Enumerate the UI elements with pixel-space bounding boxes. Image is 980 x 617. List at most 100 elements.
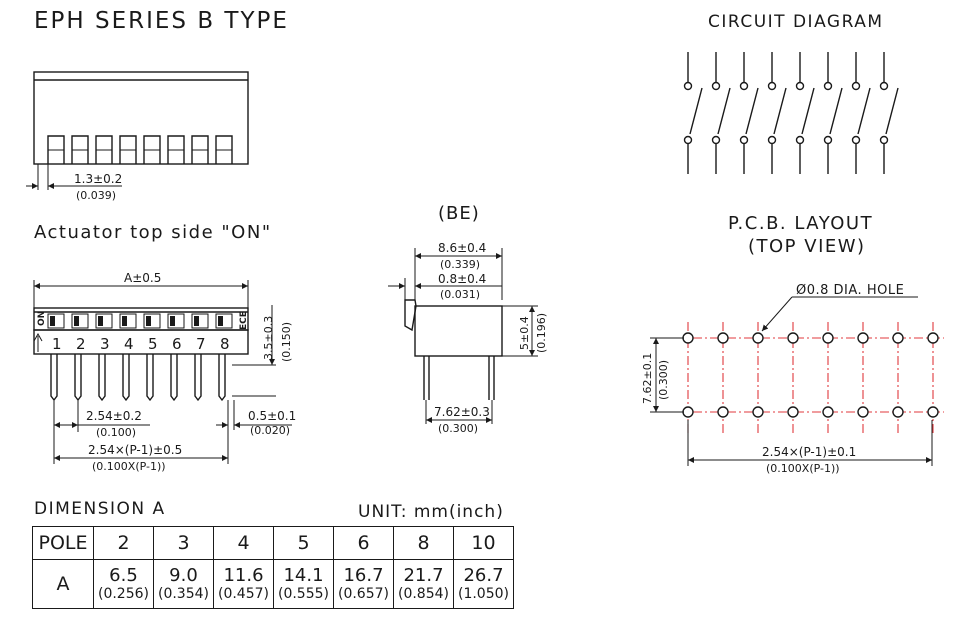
actuator-slots: [47, 313, 233, 329]
be-row-label: 7.62±0.3: [434, 405, 490, 419]
switch-terminal-top: [683, 81, 693, 91]
switch-blade: [689, 87, 703, 135]
pcb-hole: [892, 406, 904, 418]
actuator-knob: [170, 316, 175, 326]
actuator-slot: [95, 313, 113, 329]
switch-terminal-bottom: [823, 135, 833, 145]
switch-terminal-top: [739, 81, 749, 91]
pcb-hole: [752, 406, 764, 418]
dimension-mm: 11.6: [223, 565, 264, 586]
pin-number: 5: [148, 335, 158, 353]
actuator-knob: [146, 316, 151, 326]
dimension-cell: 16.7(0.657): [333, 559, 394, 609]
pole-value: 2: [93, 526, 154, 560]
actuator-knob: [218, 316, 223, 326]
dimension-cell: 6.5(0.256): [93, 559, 154, 609]
pcb-hole: [787, 406, 799, 418]
dimension-title: DIMENSION A: [34, 499, 166, 519]
actuator-slot: [191, 313, 209, 329]
switch-terminal-bottom: [767, 135, 777, 145]
pin: [122, 354, 130, 402]
actuator-slot: [119, 313, 137, 329]
switch-terminal-bottom: [739, 135, 749, 145]
side-dim-inch: (0.039): [76, 189, 116, 202]
pin: [98, 354, 106, 402]
dimension-mm: 16.7: [343, 565, 384, 586]
pole-value: 4: [213, 526, 274, 560]
pole-value: 3: [153, 526, 214, 560]
switch-terminal-top: [767, 81, 777, 91]
pcb-hole: [822, 332, 834, 344]
hole-label: Ø0.8 DIA. HOLE: [796, 283, 904, 298]
pin-width-inch: (0.020): [250, 424, 290, 437]
pin-number: 2: [76, 335, 86, 353]
be-width-inch: (0.339): [440, 258, 480, 271]
be-height-label: 5±0.4: [518, 316, 531, 350]
dimension-mm: 21.7: [403, 565, 444, 586]
switch-terminal-bottom: [683, 135, 693, 145]
switch-terminal-top: [823, 81, 833, 91]
pole-value: 5: [273, 526, 334, 560]
switch-terminal-bottom: [879, 135, 889, 145]
pcb-hole: [787, 332, 799, 344]
actuator-knob: [98, 316, 103, 326]
pcb-span-label: 2.54×(P-1)±0.1: [762, 445, 856, 459]
pin: [146, 354, 154, 402]
switch-terminal-bottom: [711, 135, 721, 145]
switch-blade: [717, 87, 731, 135]
be-caption: (BE): [438, 203, 480, 224]
switch-blade: [885, 87, 899, 135]
actuator-knob: [50, 316, 55, 326]
value-row: A 6.5(0.256)9.0(0.354)11.6(0.457)14.1(0.…: [32, 559, 514, 609]
pin-number: 7: [196, 335, 206, 353]
pin: [170, 354, 178, 402]
switch-terminal-top: [795, 81, 805, 91]
switch-blade: [829, 87, 843, 135]
pcb-hole: [892, 332, 904, 344]
side-view: 1.3±0.2 (0.039): [26, 71, 249, 202]
on-arrow-icon: [33, 332, 43, 352]
pcb-row-label: 7.62±0.1: [641, 353, 654, 404]
dimension-inch: (0.354): [157, 586, 209, 602]
dimension-mm: 9.0: [169, 565, 198, 586]
pin-number: 6: [172, 335, 182, 353]
actuator-slot: [71, 313, 89, 329]
actuator-slot: [215, 313, 233, 329]
dimension-cell: 9.0(0.354): [153, 559, 214, 609]
be-height-inch: (0.196): [535, 313, 548, 353]
pcb-hole: [682, 332, 694, 344]
switch-terminal-bottom: [795, 135, 805, 145]
actuator-knob: [74, 316, 79, 326]
pcb-subtitle: (TOP VIEW): [748, 236, 866, 257]
row-header: A: [32, 559, 94, 609]
pin-number: 1: [52, 335, 62, 353]
pin-number: 4: [124, 335, 134, 353]
pcb-hole: [927, 406, 939, 418]
pole-header: POLE: [32, 526, 94, 560]
switch-terminal-top: [879, 81, 889, 91]
switch-blade: [773, 87, 787, 135]
pcb-hole: [717, 406, 729, 418]
pin-number: 8: [220, 335, 230, 353]
be-width-label: 8.6±0.4: [438, 241, 486, 255]
pcb-hole-grid: [676, 322, 944, 436]
ece-mark: ECE: [239, 311, 249, 330]
pin: [194, 354, 202, 402]
actuator-slot: [143, 313, 161, 329]
pcb-span-inch: (0.100X(P-1)): [766, 462, 840, 475]
dimension-mm: 26.7: [463, 565, 504, 586]
switch-terminal-bottom: [851, 135, 861, 145]
switch-terminal-top: [851, 81, 861, 91]
switch-blade: [801, 87, 815, 135]
circuit-switches: [683, 52, 899, 174]
dimension-cell: 26.7(1.050): [453, 559, 514, 609]
unit-label: UNIT: mm(inch): [358, 502, 504, 522]
dimension-inch: (0.657): [337, 586, 389, 602]
dimension-cell: 11.6(0.457): [213, 559, 274, 609]
on-mark: ON: [37, 311, 47, 326]
pitch-label: 2.54±0.2: [86, 409, 142, 423]
dimension-inch: (0.555): [277, 586, 329, 602]
